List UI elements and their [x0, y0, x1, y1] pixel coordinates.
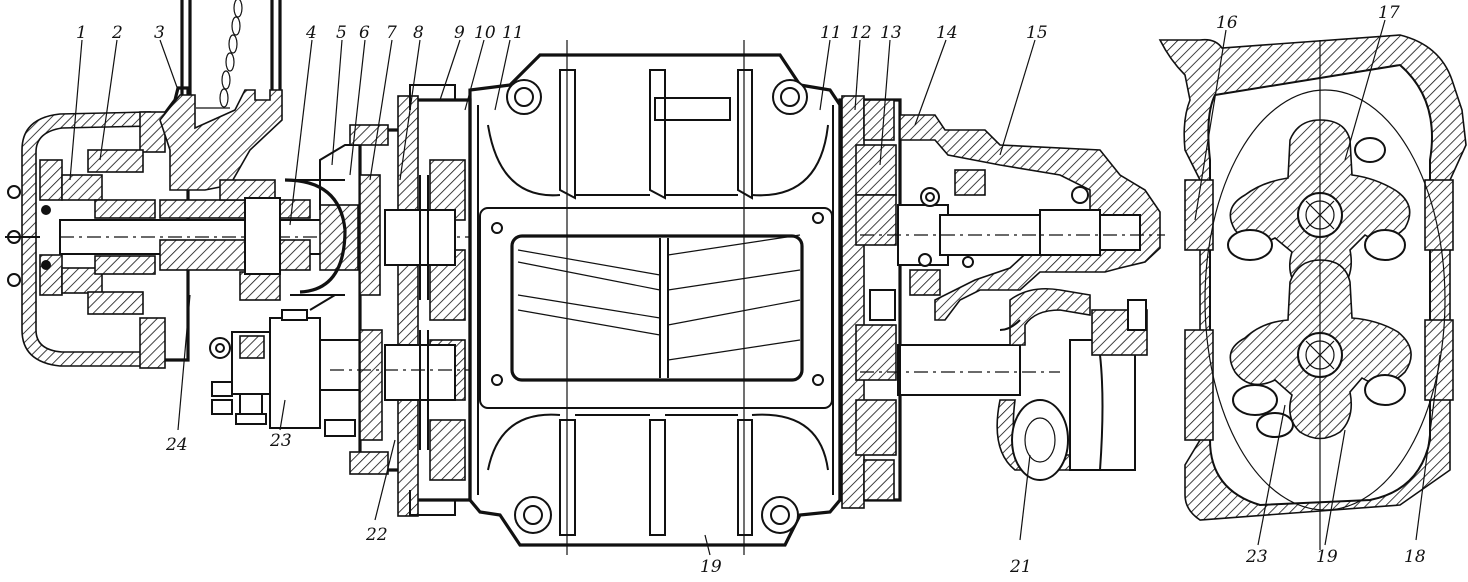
- callout-11-right: 11: [820, 23, 842, 43]
- callout-10: 10: [474, 23, 496, 43]
- callout-3: 3: [154, 23, 165, 43]
- callout-17: 17: [1378, 3, 1400, 23]
- callout-labels: 1 2 3 4 5 6 7 8 9 10 11 11 12 13 14 15 1…: [76, 3, 1426, 577]
- callout-1: 1: [76, 23, 87, 43]
- callout-5: 5: [336, 23, 347, 43]
- gear-end-left: [330, 84, 472, 517]
- right-drive-housing: [860, 114, 1165, 321]
- callout-15: 15: [1026, 23, 1048, 43]
- blower-casing: [468, 40, 842, 555]
- callout-19-section: 19: [1316, 547, 1338, 567]
- callout-23-section: 23: [1245, 547, 1268, 567]
- callout-11-left: 11: [502, 23, 524, 43]
- callout-22: 22: [365, 525, 388, 545]
- callout-14: 14: [936, 23, 958, 43]
- callout-24: 24: [165, 435, 188, 455]
- leader-lines: [69, 19, 1441, 556]
- drive-housing: [5, 0, 470, 369]
- oil-pump-unit: [209, 294, 361, 437]
- callout-23-left: 23: [269, 431, 292, 451]
- callout-12: 12: [850, 23, 872, 43]
- callout-6: 6: [359, 23, 370, 43]
- rotor-cross-section: [1158, 34, 1467, 550]
- lifting-chain: [219, 0, 243, 108]
- gear-teeth-left: [419, 175, 429, 450]
- callout-7: 7: [386, 23, 397, 43]
- callout-4: 4: [305, 23, 317, 43]
- callout-2: 2: [111, 23, 123, 43]
- gear-end-right: [838, 95, 949, 509]
- callout-19-center: 19: [700, 557, 722, 577]
- callout-13: 13: [880, 23, 902, 43]
- callout-18: 18: [1404, 547, 1426, 567]
- scavenging-pump: [860, 287, 1148, 481]
- callout-8: 8: [413, 23, 424, 43]
- callout-9: 9: [454, 23, 465, 43]
- callout-16: 16: [1216, 13, 1238, 33]
- callout-21: 21: [1009, 557, 1032, 577]
